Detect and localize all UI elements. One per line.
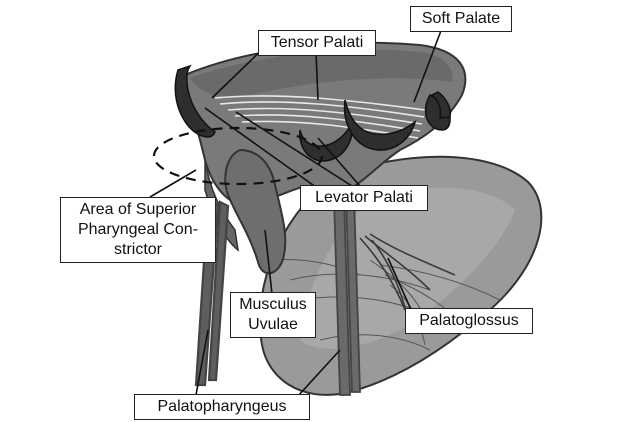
hamulus-hooks [174,64,452,162]
label-palatopharyngeus-text: Palatopharyngeus [157,398,287,415]
soft-palate-upper-band [190,49,453,97]
label-palatoglossus: Palatoglossus [405,308,533,334]
label-tensor-palati-text: Tensor Palati [270,34,364,51]
label-superior-constrictor: Area of Superior Pharyngeal Con- stricto… [60,197,216,263]
label-palatopharyngeus: Palatopharyngeus [134,394,310,420]
label-musculus-uvulae-line-1: Musculus [239,296,307,313]
label-soft-palate-text: Soft Palate [421,10,501,27]
label-musculus-uvulae-line-2: Uvulae [248,316,298,333]
label-tensor-palati: Tensor Palati [258,30,376,56]
label-musculus-uvulae: Musculus Uvulae [230,292,316,338]
label-superior-constrictor-line-1: Area of Superior [79,201,197,218]
superior-constrictor-outline [152,126,324,186]
label-palatoglossus-text: Palatoglossus [419,312,519,329]
label-levator-palati: Levator Palati [300,185,428,211]
label-levator-palati-text: Levator Palati [315,189,413,206]
label-superior-constrictor-line-3: strictor [114,241,162,258]
label-superior-constrictor-line-2: Pharyngeal Con- [77,221,199,238]
label-soft-palate: Soft Palate [410,6,512,32]
